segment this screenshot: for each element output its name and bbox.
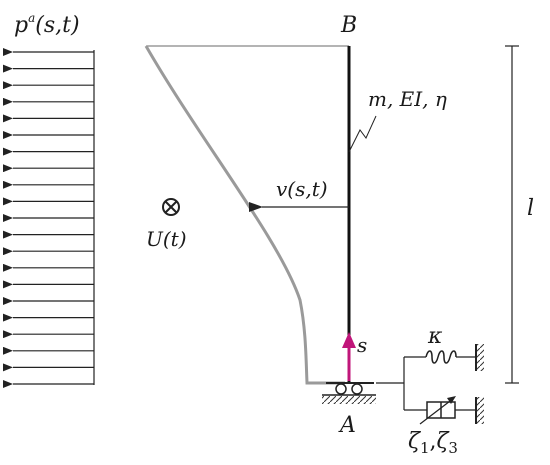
deflection-label: v(s,t) xyxy=(276,177,328,201)
properties-label: m, EI, η xyxy=(368,87,447,111)
length-label: l xyxy=(527,196,534,221)
wind-label: U(t) xyxy=(146,227,187,251)
distributed-load: pa(s,t) xyxy=(2,11,95,388)
coordinate-arrowhead xyxy=(342,332,356,348)
roller-support xyxy=(322,382,376,404)
spring-damper-assembly xyxy=(376,344,484,425)
damper-label: ζ1,ζ3 xyxy=(408,429,458,457)
coordinate-label: s xyxy=(357,333,367,357)
damper-icon xyxy=(419,396,456,425)
spring-icon xyxy=(425,350,457,364)
node-a-label: A xyxy=(338,413,356,438)
length-dimension xyxy=(505,45,519,384)
node-b-label: B xyxy=(340,13,357,38)
load-label: pa(s,t) xyxy=(14,11,80,38)
spring-label: κ xyxy=(427,324,443,349)
load-arrows xyxy=(2,48,94,388)
properties-leader xyxy=(348,115,377,153)
deflected-shape xyxy=(144,45,345,385)
wind-into-page-icon xyxy=(162,198,180,216)
